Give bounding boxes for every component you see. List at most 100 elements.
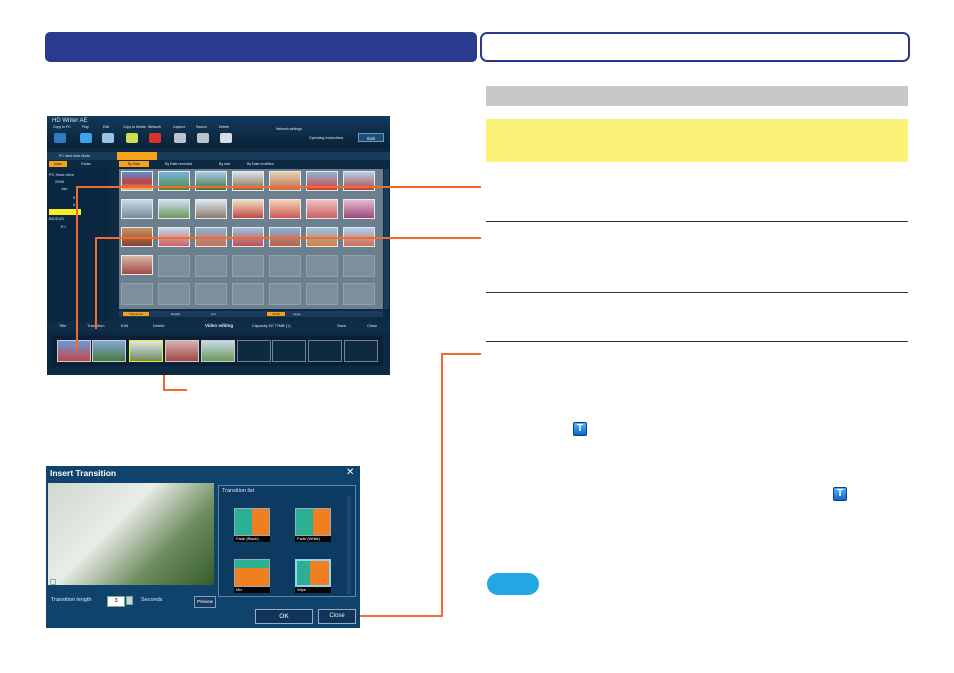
edit-button[interactable]: Edit (121, 323, 128, 328)
highlight-box (486, 119, 908, 162)
preview-button[interactable]: Preview (194, 596, 216, 608)
view-details[interactable]: Details (171, 312, 181, 316)
video-preview (48, 483, 214, 585)
callout-line (307, 615, 443, 617)
thumbnail[interactable] (232, 199, 264, 219)
thumbnail[interactable] (121, 255, 153, 275)
transition-length-label: Transition length (51, 597, 92, 603)
thumbnail[interactable] (195, 199, 227, 219)
tab-avchd[interactable] (117, 152, 157, 160)
section-subheader-bar (480, 32, 910, 62)
ok-button[interactable]: OK (255, 609, 313, 624)
section-header-bar (45, 32, 477, 62)
tab-index[interactable]: Index (49, 161, 67, 167)
empty-slot (343, 283, 375, 305)
thumbnail[interactable] (121, 171, 153, 191)
transition-length-input[interactable]: 3 (107, 596, 125, 607)
empty-slot (232, 255, 264, 277)
empty-slot (269, 255, 301, 277)
transition-label: Fade (Black) (234, 536, 270, 542)
copy-to-media-icon[interactable] (126, 133, 138, 143)
timeline-clip[interactable] (165, 340, 199, 362)
thumbnail[interactable] (158, 199, 190, 219)
toolbar-search-label: Search (196, 125, 208, 129)
timeline-clip[interactable] (57, 340, 91, 362)
close-button[interactable]: Close (367, 323, 378, 328)
timeline-clip[interactable] (92, 340, 126, 362)
callout-line (76, 186, 481, 188)
thumbnail[interactable] (121, 199, 153, 219)
copy-to-pc-icon[interactable] (54, 133, 66, 143)
thumbnail[interactable] (343, 199, 375, 219)
thumbnail[interactable] (269, 171, 301, 191)
trash-icon[interactable] (220, 133, 232, 143)
tree-item[interactable]: BD/DVD (49, 216, 65, 221)
dialog-title: Insert Transition (50, 468, 117, 478)
timeline-clip[interactable] (201, 340, 235, 362)
transition-wipe-selected[interactable] (295, 559, 331, 587)
tab-by-date[interactable]: By Date (119, 161, 149, 167)
tree-item[interactable]: 2008 (55, 179, 64, 184)
action-bar (47, 321, 390, 331)
callout-line (95, 237, 481, 239)
tab-by-date-modified[interactable]: By Date modified (247, 162, 274, 166)
empty-slot (269, 283, 301, 305)
thumbnail[interactable] (306, 199, 338, 219)
transition-mix[interactable] (234, 559, 270, 587)
empty-slot (195, 255, 227, 277)
transition-fade-black[interactable] (234, 508, 270, 536)
close-button[interactable]: Close (318, 609, 356, 624)
list-scrollbar[interactable] (347, 496, 351, 594)
divider-line (486, 341, 908, 342)
transition-fade-white[interactable] (295, 508, 331, 536)
tab-by-date-recorded[interactable]: By Date recorded (165, 162, 193, 166)
mode-label: PC hard drive Mode (59, 154, 91, 158)
title-button[interactable]: Title (59, 323, 67, 328)
operating-instructions-button[interactable]: Operating Instructions (309, 136, 344, 140)
tree-item[interactable]: 5 (73, 195, 76, 200)
insert-transition-dialog: Insert Transition ✕ Transition list Fade… (46, 466, 360, 628)
thumbnail[interactable] (269, 199, 301, 219)
callout-line (441, 353, 481, 355)
tab-folder[interactable]: Folder (81, 162, 91, 166)
preview-slider-handle[interactable] (50, 579, 56, 585)
callout-line (95, 237, 97, 329)
tab-by-size[interactable]: By size (219, 162, 231, 166)
tree-item[interactable]: 6 (73, 202, 76, 207)
transition-t-icon: T (573, 422, 587, 436)
thumbnail[interactable] (158, 171, 190, 191)
toolbar (47, 116, 390, 148)
timeline-clip-selected[interactable] (129, 340, 163, 362)
timeline-empty-slot (344, 340, 378, 362)
toolbar-copy-media-label: Copy to Media (123, 125, 146, 129)
empty-slot (232, 283, 264, 305)
edit-icon[interactable] (102, 133, 114, 143)
thumbnail[interactable] (306, 171, 338, 191)
length-stepper[interactable] (126, 596, 133, 605)
close-icon[interactable]: ✕ (346, 467, 355, 478)
folder-tree (49, 168, 109, 368)
toolbar-network-label: Network (148, 125, 161, 129)
view-thumbnail[interactable]: Thumbnail (123, 312, 149, 316)
view-large[interactable]: Large (293, 312, 301, 316)
scrollbar[interactable] (384, 169, 389, 309)
thumbnail[interactable] (343, 171, 375, 191)
tree-item[interactable]: PC Hard drive (49, 172, 75, 177)
thumbnail[interactable] (232, 171, 264, 191)
tree-item[interactable]: Jan (61, 186, 68, 191)
view-mode-bar (119, 311, 383, 317)
save-button[interactable]: Save (337, 323, 347, 328)
view-small[interactable]: Small (267, 312, 285, 316)
search-icon[interactable] (197, 133, 209, 143)
youtube-icon[interactable] (149, 133, 161, 143)
note-badge (487, 573, 539, 595)
view-list[interactable]: List (211, 312, 216, 316)
play-icon[interactable] (80, 133, 92, 143)
transition-list-title: Transition list (222, 488, 255, 494)
tree-item[interactable]: E:\ (61, 224, 66, 229)
camera-icon[interactable] (174, 133, 186, 143)
hd-writer-window: HD Writer AE Copy to PC Play Edit Copy t… (47, 116, 390, 375)
exit-button[interactable]: Exit (358, 133, 384, 142)
delete-button[interactable]: Delete (153, 323, 165, 328)
thumbnail[interactable] (195, 171, 227, 191)
